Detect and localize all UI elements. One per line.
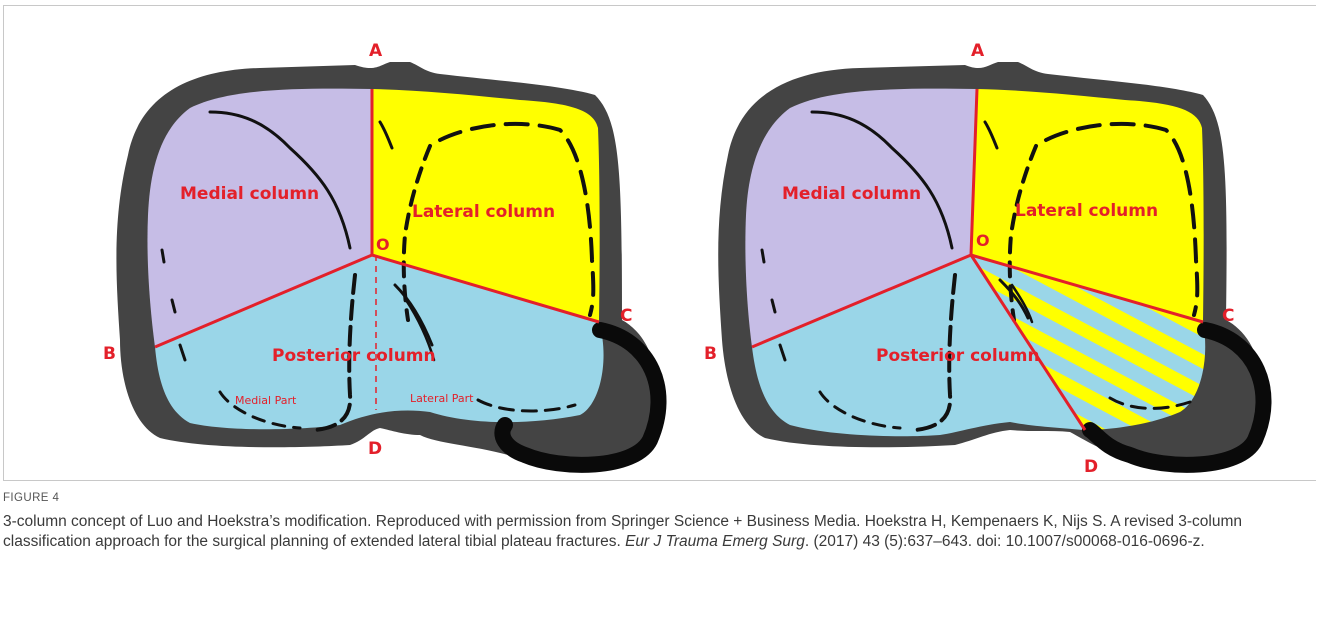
figure-label: FIGURE 4 [3,488,1308,508]
medial-part-label: Medial Part [235,394,297,407]
posterior-column-label: Posterior column [272,346,436,366]
caption-journal: Eur J Trauma Emerg Surg [625,533,805,550]
figure-caption: FIGURE 4 3-column concept of Luo and Hoe… [3,488,1308,552]
point-o-label: O [376,235,390,254]
medial-column-label: Medial column [180,184,319,204]
lateral-part-label: Lateral Part [410,392,474,405]
point-d-label: D [368,439,382,459]
caption-text: 3-column concept of Luo and Hoekstra’s m… [3,512,1308,552]
lateral-column-label: Lateral column [412,202,555,222]
point-o-label: O [976,231,990,250]
point-c-label: C [1222,306,1234,326]
point-b-label: B [704,344,717,364]
point-b-label: B [103,344,116,364]
figure-diagrams: A B C D O Medial column Lateral column P… [0,0,1319,490]
left-panel: A B C D O Medial column Lateral column P… [103,41,659,470]
point-a-label: A [369,41,383,61]
caption-citation: . (2017) 43 (5):637–643. doi: 10.1007/s0… [805,533,1205,550]
medial-column-label: Medial column [782,184,921,204]
point-d-label: D [1084,457,1098,477]
point-c-label: C [620,306,632,326]
posterior-column-label: Posterior column [876,346,1040,366]
lateral-column-label: Lateral column [1015,201,1158,221]
point-a-label: A [971,41,985,61]
right-panel: A B C D O Medial column Lateral column P… [704,41,1264,477]
